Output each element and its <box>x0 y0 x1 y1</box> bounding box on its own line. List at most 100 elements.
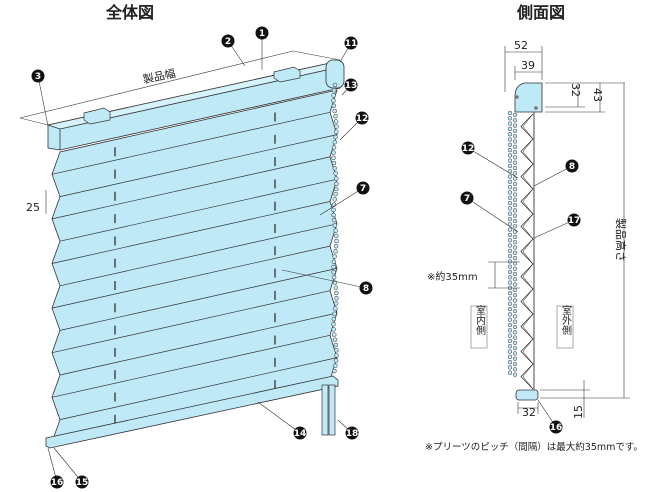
chain-bead <box>512 165 518 171</box>
chain-bead <box>334 181 339 187</box>
callout-17-number: 17 <box>568 216 581 226</box>
chain-bead <box>507 227 513 232</box>
chain-bead <box>512 261 518 266</box>
chain-bead <box>507 147 513 153</box>
dim-32-bottom: 32 <box>522 406 536 419</box>
chain-bead <box>332 332 337 337</box>
chain-bead <box>512 330 518 335</box>
chain-bead <box>507 238 513 243</box>
mounting-bracket <box>83 107 111 125</box>
chain-bead <box>512 118 518 123</box>
chain-bead <box>507 312 513 317</box>
chain-bead <box>334 176 339 181</box>
pleat-fold-line <box>59 134 338 197</box>
chain-bead <box>512 218 518 224</box>
product-width-label: 製品幅 <box>142 66 177 87</box>
chain-bead <box>507 216 513 222</box>
chain-bead <box>331 212 336 218</box>
width-dimension-line <box>19 50 294 119</box>
dim-15: 15 <box>572 405 585 419</box>
chain-bead <box>507 179 513 185</box>
chain-bead <box>512 240 518 245</box>
callout-18-number: 18 <box>346 429 359 439</box>
head-box-side <box>514 82 543 113</box>
chain-bead <box>507 291 513 296</box>
pleat-fold-line <box>59 268 338 331</box>
chain-bead <box>332 139 338 145</box>
pleat-fold-line <box>59 312 338 376</box>
callout-3-marker <box>31 69 45 83</box>
chain-bead <box>512 319 518 324</box>
chain-bead <box>512 234 518 240</box>
chain-bead <box>507 264 513 269</box>
leader-line <box>319 187 364 216</box>
front-view-title: 全体図 <box>105 3 154 22</box>
chain-bead <box>334 233 339 239</box>
callout-3-number: 3 <box>35 72 41 82</box>
chain-bead <box>512 139 518 144</box>
chain-bead <box>333 191 338 197</box>
callout-11-marker <box>344 36 358 50</box>
chain-bead <box>512 181 518 187</box>
leader-line <box>466 197 519 233</box>
chain-bead <box>507 222 513 227</box>
chain-bead <box>507 110 513 116</box>
extension-line <box>292 50 341 61</box>
callout-16-number: 16 <box>550 423 563 433</box>
chain-bead <box>507 142 513 147</box>
chain-bead <box>512 202 518 208</box>
callout-17-marker <box>567 213 581 227</box>
pitch-label: ※約35mm <box>427 270 478 283</box>
chain-bead <box>512 192 518 197</box>
callout-12-number: 12 <box>462 144 475 154</box>
chain-bead <box>507 185 513 190</box>
callout-2-marker <box>221 34 235 48</box>
chain-bead <box>507 296 513 301</box>
dim-32-top: 32 <box>569 83 582 97</box>
pleat-zigzag <box>520 113 534 390</box>
chain-bead <box>512 255 518 261</box>
pleat-fold-line <box>51 334 331 398</box>
chain-bead <box>512 197 518 202</box>
callout-13-marker <box>344 78 358 92</box>
chain-bead <box>331 321 336 327</box>
dim-43: 43 <box>591 88 604 102</box>
chain-bead <box>512 303 518 308</box>
chain-bead <box>507 275 513 280</box>
chain-bead <box>512 372 518 377</box>
chain-bead <box>507 116 513 121</box>
callout-12-marker <box>355 111 369 125</box>
indoor-label: 室内側 <box>474 304 486 335</box>
chain-bead <box>332 368 337 374</box>
chain-bead <box>333 228 338 233</box>
chain-bead <box>512 324 518 330</box>
chain-bead <box>512 250 518 255</box>
leader-line <box>467 147 519 179</box>
chain-bead <box>507 280 513 285</box>
pleat-fold-line <box>51 111 331 175</box>
chain-bead <box>334 238 339 244</box>
chain-bead <box>507 354 513 359</box>
pleat-fold-line <box>51 201 331 264</box>
chain-bead <box>507 126 513 132</box>
dim-39: 39 <box>521 59 535 72</box>
chain-bead <box>332 254 337 259</box>
chain-bead <box>333 134 338 140</box>
chain-bead <box>507 365 513 370</box>
chain-bead <box>332 197 338 202</box>
callout-14-marker <box>293 426 307 440</box>
chain-bead <box>507 259 513 264</box>
chain-bead <box>331 145 337 150</box>
callout-11-number: 11 <box>345 39 358 49</box>
chain-bead <box>333 243 339 249</box>
chain-bead <box>512 308 518 314</box>
chain-bead <box>334 295 339 301</box>
callout-15-marker <box>75 475 89 489</box>
chain-bead <box>512 187 518 192</box>
chain-bead <box>512 160 518 165</box>
operating-unit <box>325 59 345 89</box>
chain-bead <box>507 211 513 216</box>
chain-bead <box>334 124 339 129</box>
